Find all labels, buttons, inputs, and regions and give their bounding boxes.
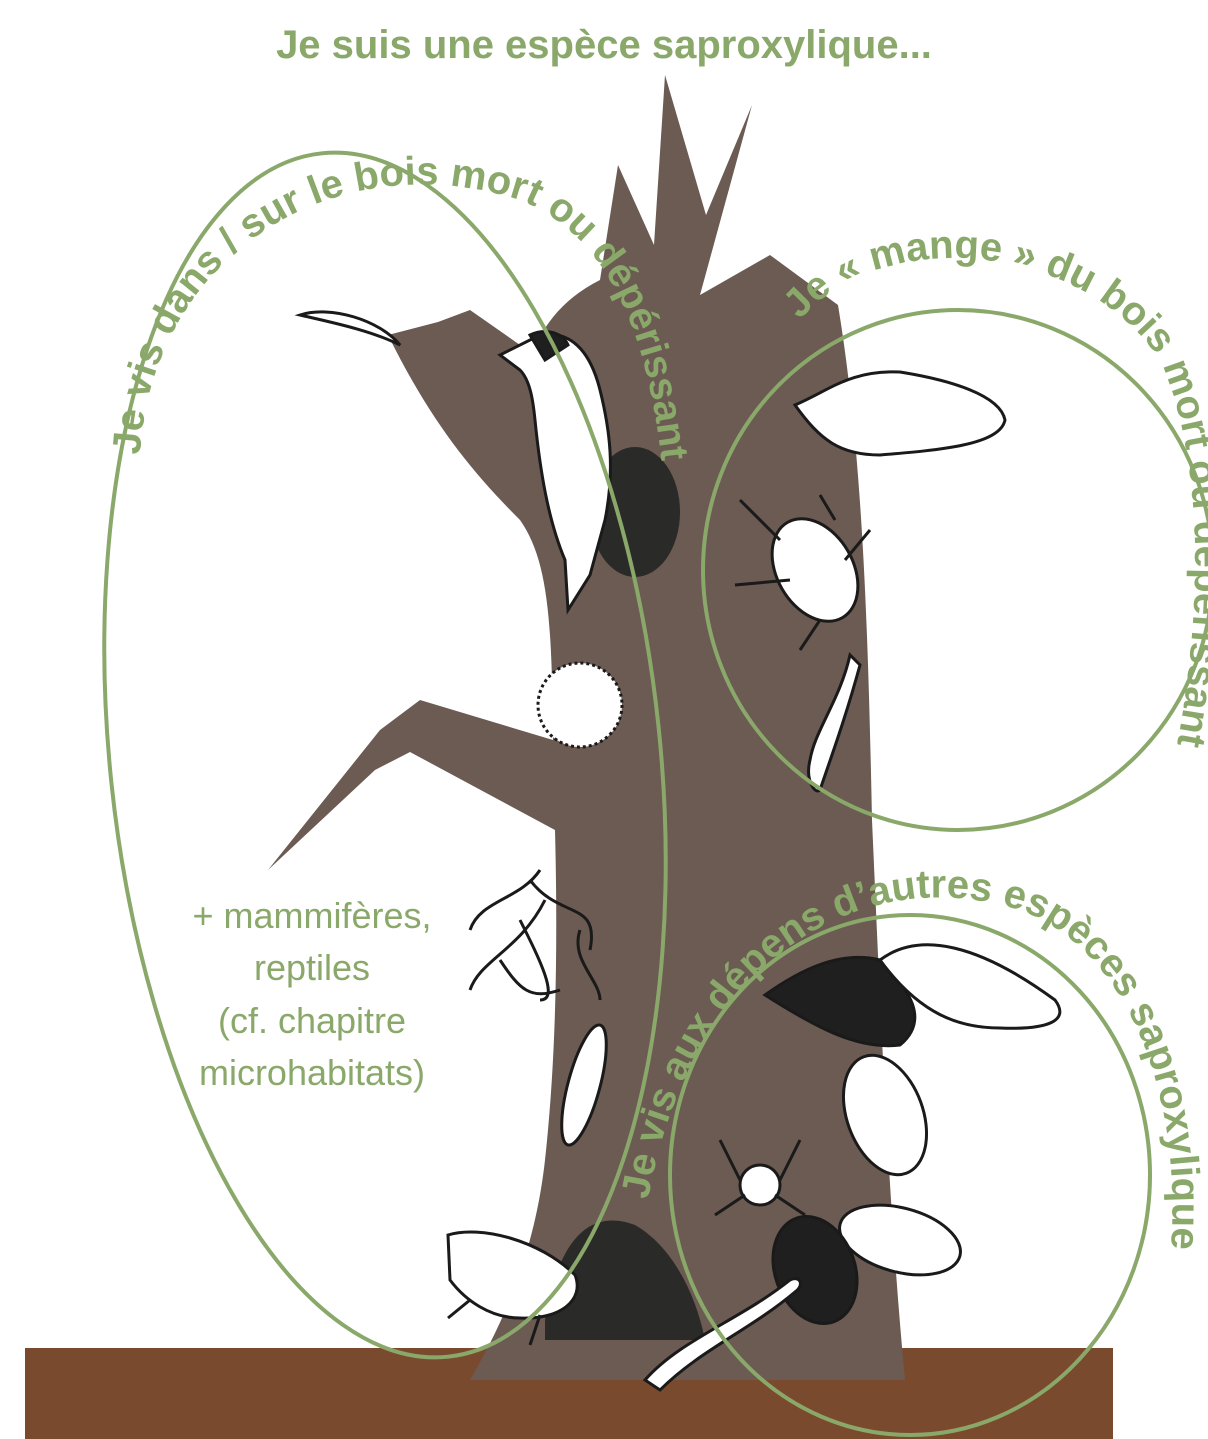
note-line-2: reptiles	[254, 947, 370, 988]
note-line-3: (cf. chapitre	[218, 1000, 406, 1041]
moss-icon	[538, 663, 622, 747]
note-line-1: + mammifères,	[192, 895, 431, 936]
note: + mammifères, reptiles (cf. chapitre mic…	[192, 895, 431, 1093]
note-line-4: microhabitats)	[199, 1052, 425, 1093]
diagram-title: Je suis une espèce saproxylique...	[276, 23, 932, 67]
